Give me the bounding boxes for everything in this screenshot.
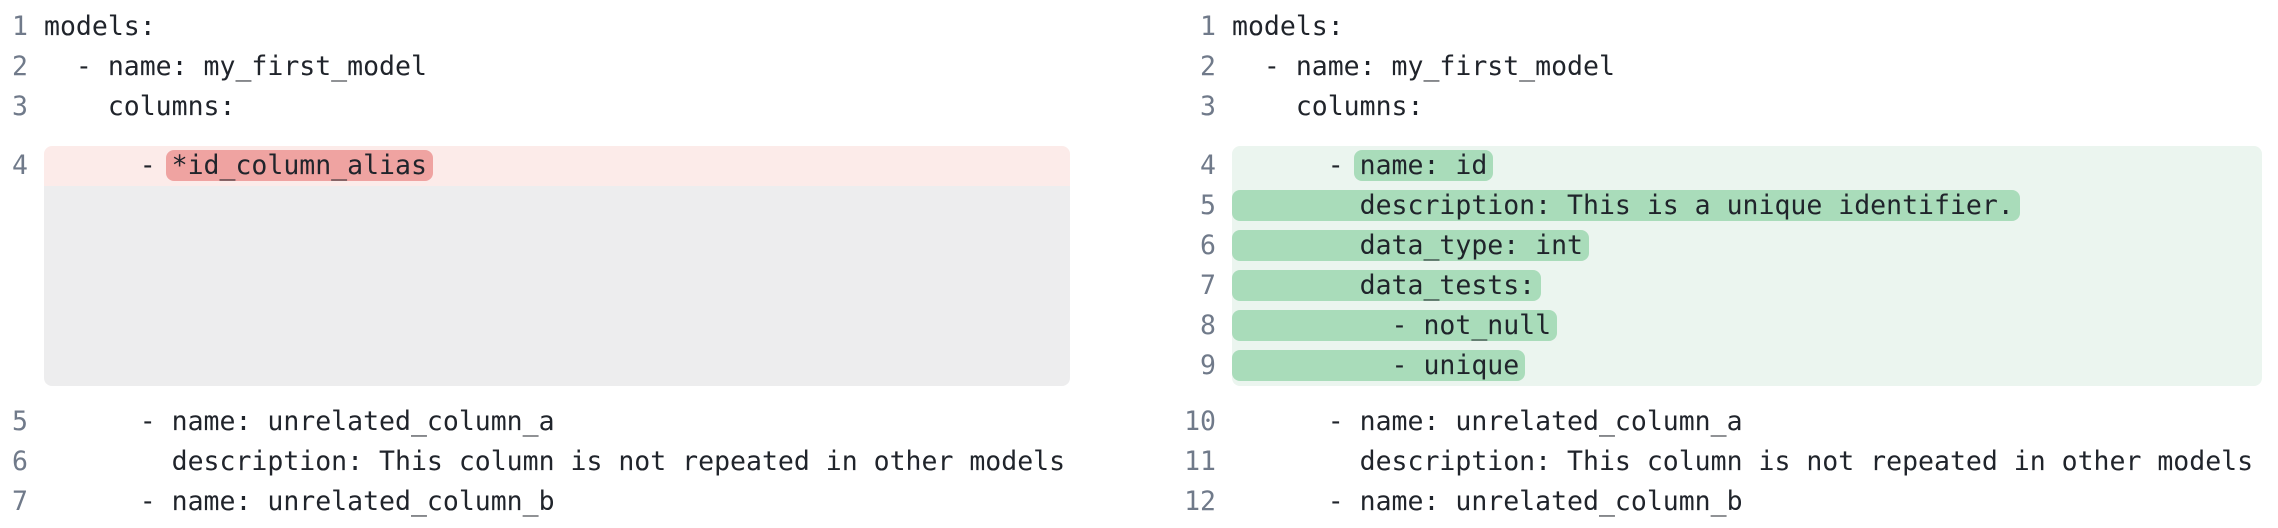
line-code: columns: <box>1232 91 1424 122</box>
code-line: 2 - name: my_first_model <box>1184 47 2262 87</box>
added-token: - not_null <box>1232 310 1558 341</box>
line-number: 5 <box>1200 190 1216 221</box>
line-code: description: This column is not repeated… <box>1232 446 2254 477</box>
code-line: 1 models: <box>1184 7 2262 47</box>
line-number: 6 <box>12 446 28 477</box>
diff-filler-row <box>10 186 1070 386</box>
line-number: 7 <box>1200 270 1216 301</box>
line-code: - name: unrelated_column_b <box>44 486 555 517</box>
line-number: 10 <box>1184 406 1216 437</box>
code-line: 6 description: This column is not repeat… <box>10 442 1070 482</box>
added-token: data_tests: <box>1232 270 1542 301</box>
line-code: - unique <box>1232 346 2262 386</box>
line-code: - name: unrelated_column_a <box>44 406 555 437</box>
line-code: models: <box>44 11 156 42</box>
line-number: 5 <box>12 406 28 437</box>
line-number: 7 <box>12 486 28 517</box>
filler-block <box>44 186 1070 386</box>
line-number: 4 <box>1200 150 1216 181</box>
line-code: - name: my_first_model <box>1232 51 1615 82</box>
code-line: 10 - name: unrelated_column_a <box>1184 402 2262 442</box>
line-number <box>10 186 28 386</box>
line-number: 3 <box>12 91 28 122</box>
line-number: 6 <box>1200 230 1216 261</box>
code-line: 8 - not_null <box>1184 306 2262 346</box>
line-code: data_tests: <box>1232 266 2262 306</box>
line-code: - name: my_first_model <box>44 51 427 82</box>
code-line: 7 - name: unrelated_column_b <box>10 482 1070 522</box>
line-number: 3 <box>1200 91 1216 122</box>
added-token: data_type: int <box>1232 230 1589 261</box>
line-number: 1 <box>12 11 28 42</box>
code-line: 6 data_type: int <box>1184 226 2262 266</box>
code-line: 5 description: This is a unique identifi… <box>1184 186 2262 226</box>
code-line: 4 - *id_column_alias <box>10 146 1070 186</box>
code-line: 9 - unique <box>1184 346 2262 386</box>
code-line: 2 - name: my_first_model <box>10 47 1070 87</box>
line-number: 11 <box>1184 446 1216 477</box>
code-line: 1 models: <box>10 7 1070 47</box>
line-code: data_type: int <box>1232 226 2262 266</box>
line-number: 9 <box>1200 350 1216 381</box>
line-code: description: This column is not repeated… <box>44 446 1066 477</box>
line-code: - name: unrelated_column_b <box>1232 486 1743 517</box>
added-token: name: id <box>1353 150 1494 181</box>
line-code: - name: id <box>1232 146 2262 186</box>
code-line: 7 data_tests: <box>1184 266 2262 306</box>
removed-token: *id_column_alias <box>165 150 433 181</box>
code-line: 3 columns: <box>1184 87 2262 127</box>
code-line: 11 description: This column is not repea… <box>1184 442 2262 482</box>
line-code: description: This is a unique identifier… <box>1232 186 2262 226</box>
line-code: models: <box>1232 11 1344 42</box>
line-number: 12 <box>1184 486 1216 517</box>
line-number: 2 <box>1200 51 1216 82</box>
line-number: 8 <box>1200 310 1216 341</box>
code-line: 3 columns: <box>10 87 1070 127</box>
line-code: - not_null <box>1232 306 2262 346</box>
added-token: description: This is a unique identifier… <box>1232 190 2020 221</box>
line-number: 1 <box>1200 11 1216 42</box>
line-code: columns: <box>44 91 236 122</box>
line-code: - *id_column_alias <box>44 146 1070 186</box>
added-token: - unique <box>1232 350 1526 381</box>
line-code: - name: unrelated_column_a <box>1232 406 1743 437</box>
code-line: 5 - name: unrelated_column_a <box>10 402 1070 442</box>
code-line: 4 - name: id <box>1184 146 2262 186</box>
line-number: 4 <box>12 150 28 181</box>
code-line: 12 - name: unrelated_column_b <box>1184 482 2262 522</box>
line-number: 2 <box>12 51 28 82</box>
